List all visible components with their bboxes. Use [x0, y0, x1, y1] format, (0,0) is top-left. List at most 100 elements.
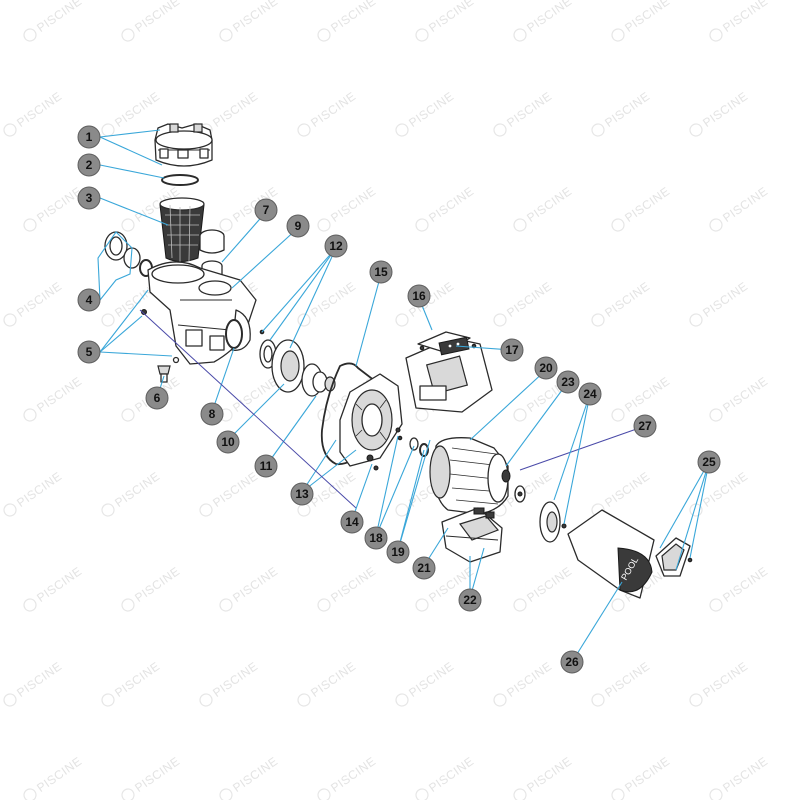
watermark-stamp: PISCINE [3, 659, 64, 707]
seal-plate [339, 373, 403, 471]
watermark-text: PISCINE [210, 469, 260, 510]
watermark-stamp: PISCINE [493, 659, 554, 707]
watermark-stamp: PISCINE [317, 0, 378, 42]
callout-bubble [77, 153, 101, 177]
watermark-stamp: PISCINE [415, 754, 476, 800]
watermark-stamp: PISCINE [317, 184, 378, 232]
watermark-logo-icon [3, 693, 17, 707]
watermark-logo-icon [611, 788, 625, 800]
callout-bubble [458, 588, 482, 612]
callout-bubble [77, 125, 101, 149]
watermark-stamp: PISCINE [121, 0, 182, 42]
callout-number: 18 [369, 531, 383, 545]
watermark-stamp: PISCINE [121, 754, 182, 800]
watermark-logo-icon [591, 313, 605, 327]
watermark-text: PISCINE [720, 754, 770, 795]
watermark-text: PISCINE [328, 564, 378, 605]
watermark-stamp: PISCINE [3, 89, 64, 137]
watermark-logo-icon [23, 408, 37, 422]
callout-bubble [386, 540, 410, 564]
watermark-logo-icon [709, 598, 723, 612]
callout-24: 24 [578, 382, 602, 406]
callout-bubble [560, 650, 584, 674]
watermark-text: PISCINE [308, 659, 358, 700]
watermark-text: PISCINE [504, 659, 554, 700]
watermark-stamp: PISCINE [709, 564, 770, 612]
watermark-text: PISCINE [720, 184, 770, 225]
watermark-text: PISCINE [700, 469, 750, 510]
callout-number: 19 [391, 545, 405, 559]
callout-bubble [578, 382, 602, 406]
watermark-text: PISCINE [34, 564, 84, 605]
callout-bubble [324, 234, 348, 258]
watermark-stamp: PISCINE [513, 184, 574, 232]
watermark-text: PISCINE [524, 754, 574, 795]
watermark-text: PISCINE [132, 754, 182, 795]
watermark-logo-icon [513, 788, 527, 800]
watermark-logo-icon [513, 218, 527, 232]
watermark-logo-icon [3, 123, 17, 137]
watermark-text: PISCINE [700, 279, 750, 320]
watermark-logo-icon [611, 28, 625, 42]
watermark-stamp: PISCINE [23, 374, 84, 422]
watermark-logo-icon [23, 28, 37, 42]
callout-number: 5 [86, 345, 93, 359]
callout-number: 2 [86, 158, 93, 172]
callout-25: 25 [697, 450, 721, 474]
callout-18: 18 [364, 526, 388, 550]
callout-bubble [77, 288, 101, 312]
watermark-logo-icon [709, 28, 723, 42]
watermark-logo-icon [395, 123, 409, 137]
watermark-text: PISCINE [34, 754, 84, 795]
callout-21: 21 [412, 556, 436, 580]
controller-display [438, 336, 470, 356]
watermark-text: PISCINE [14, 279, 64, 320]
callout-number: 9 [295, 219, 302, 233]
watermark-stamp: PISCINE [297, 659, 358, 707]
watermark-logo-icon [101, 503, 115, 517]
watermark-logo-icon [101, 693, 115, 707]
callout-22: 22 [458, 588, 482, 612]
motor [429, 437, 511, 515]
watermark-text: PISCINE [406, 89, 456, 130]
watermark-logo-icon [591, 123, 605, 137]
watermark-text: PISCINE [328, 754, 378, 795]
watermark-text: PISCINE [308, 89, 358, 130]
watermark-logo-icon [23, 788, 37, 800]
watermark-logo-icon [121, 408, 135, 422]
watermark-text: PISCINE [14, 659, 64, 700]
watermark-stamp: PISCINE [709, 184, 770, 232]
fan-cover: POOL [567, 509, 655, 599]
motor-stand [441, 507, 503, 563]
watermark-stamp: PISCINE [611, 184, 672, 232]
watermark-logo-icon [611, 218, 625, 232]
watermark-logo-icon [493, 123, 507, 137]
end-cap [655, 537, 693, 577]
watermark-stamp: PISCINE [199, 469, 260, 517]
watermark-text: PISCINE [622, 374, 672, 415]
watermark-logo-icon [415, 28, 429, 42]
callout-bubble [200, 402, 224, 426]
watermark-logo-icon [219, 598, 233, 612]
watermark-text: PISCINE [230, 754, 280, 795]
watermark-stamp: PISCINE [3, 469, 64, 517]
watermark-logo-icon [219, 218, 233, 232]
callout-number: 1 [86, 130, 93, 144]
callout-number: 4 [86, 293, 93, 307]
watermark-logo-icon [199, 503, 213, 517]
watermark-logo-icon [395, 693, 409, 707]
watermark-logo-icon [591, 693, 605, 707]
watermark-text: PISCINE [622, 0, 672, 35]
watermark-logo-icon [513, 408, 527, 422]
watermark-text: PISCINE [14, 469, 64, 510]
watermark-logo-icon [513, 598, 527, 612]
callout-17: 17 [500, 338, 524, 362]
callout-bubble [290, 482, 314, 506]
callout-bubble [254, 454, 278, 478]
callout-number: 15 [374, 265, 388, 279]
strainer-basket [159, 197, 205, 262]
callout-14: 14 [340, 510, 364, 534]
watermark-stamp: PISCINE [23, 754, 84, 800]
watermark-logo-icon [415, 218, 429, 232]
watermark-text: PISCINE [426, 0, 476, 35]
